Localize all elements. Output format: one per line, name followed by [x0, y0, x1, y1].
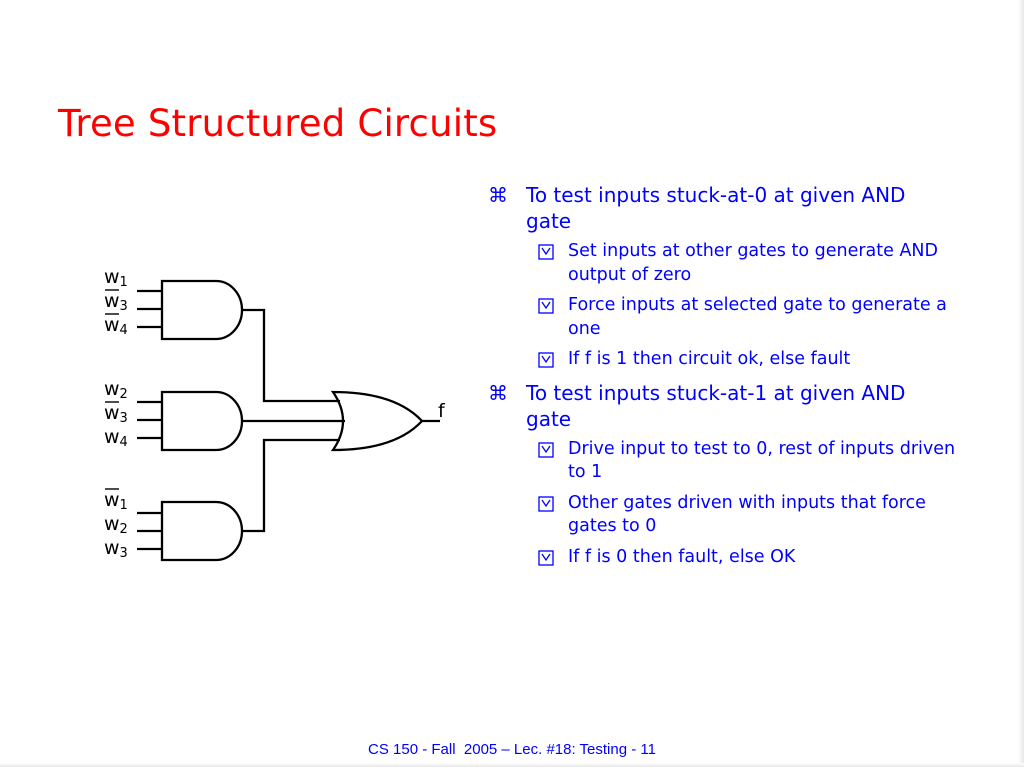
input-label: w1: [104, 266, 128, 290]
or-input-wires: [242, 308, 345, 533]
slide-title: Tree Structured Circuits: [58, 102, 498, 145]
input-label: w1: [104, 489, 128, 513]
checkbox-icon: [538, 352, 554, 368]
sub-bullet-item: Other gates driven with inputs that forc…: [488, 492, 988, 539]
and-gate-3: [160, 500, 244, 562]
input-label: w4: [104, 426, 128, 450]
sub-bullet-list: Drive input to test to 0, rest of inputs…: [526, 438, 988, 570]
bullet-text: To test inputs stuck-at-0 at given AND g…: [526, 183, 906, 233]
checkbox-icon: [538, 549, 554, 566]
sub-bullet-item: Drive input to test to 0, rest of inputs…: [488, 438, 988, 485]
and-gate-2: [160, 390, 244, 452]
sub-bullet-text: If f is 0 then fault, else OK: [568, 546, 796, 567]
bullet-list: ⌘ To test inputs stuck-at-0 at given AND…: [488, 182, 988, 577]
gate-2-input-wires: [137, 400, 162, 440]
checkbox-icon: [538, 441, 554, 458]
input-label: w2: [104, 378, 128, 402]
sub-bullet-list: Set inputs at other gates to generate AN…: [526, 240, 988, 372]
input-label: w3: [104, 402, 128, 426]
sub-bullet-text: Drive input to test to 0, rest of inputs…: [568, 438, 956, 483]
slide-footer: CS 150 - Fall 2005 – Lec. #18: Testing -…: [368, 741, 656, 758]
command-key-icon: ⌘: [488, 380, 508, 405]
gate-1-input-wires: [137, 289, 162, 329]
gate-2-input-labels: w2 w3 w4: [104, 378, 128, 450]
sub-bullet-item: Set inputs at other gates to generate AN…: [488, 240, 988, 287]
slide-bottom-edge: [0, 763, 1024, 767]
sub-bullet-text: Set inputs at other gates to generate AN…: [568, 241, 938, 285]
checkbox-icon: [538, 495, 554, 512]
output-label-f: f: [438, 400, 446, 422]
command-key-icon: ⌘: [488, 183, 508, 207]
checkbox-icon: [538, 244, 554, 260]
input-label: w2: [104, 513, 128, 537]
input-label: w3: [104, 537, 128, 561]
input-label: w3: [104, 290, 128, 314]
sub-bullet-text: Force inputs at selected gate to generat…: [568, 295, 947, 339]
sub-bullet-text: Other gates driven with inputs that forc…: [568, 492, 926, 537]
bullet-text: To test inputs stuck-at-1 at given AND g…: [526, 380, 906, 431]
gate-3-input-wires: [137, 511, 162, 551]
input-label: w4: [104, 314, 128, 338]
or-gate: [330, 390, 424, 452]
gate-1-input-labels: w1 w3 w4: [104, 266, 128, 338]
sub-bullet-text: If f is 1 then circuit ok, else fault: [568, 349, 851, 369]
slide-right-edge: [1018, 0, 1024, 767]
gate-3-input-labels: w1 w2 w3: [104, 488, 128, 561]
bullet-item: ⌘ To test inputs stuck-at-1 at given AND…: [488, 380, 988, 570]
and-gate-1: [160, 279, 244, 341]
sub-bullet-item: If f is 0 then fault, else OK: [488, 546, 988, 570]
checkbox-icon: [538, 298, 554, 314]
sub-bullet-item: Force inputs at selected gate to generat…: [488, 294, 988, 341]
sub-bullet-item: If f is 1 then circuit ok, else fault: [488, 348, 988, 372]
bullet-item: ⌘ To test inputs stuck-at-0 at given AND…: [488, 182, 988, 372]
